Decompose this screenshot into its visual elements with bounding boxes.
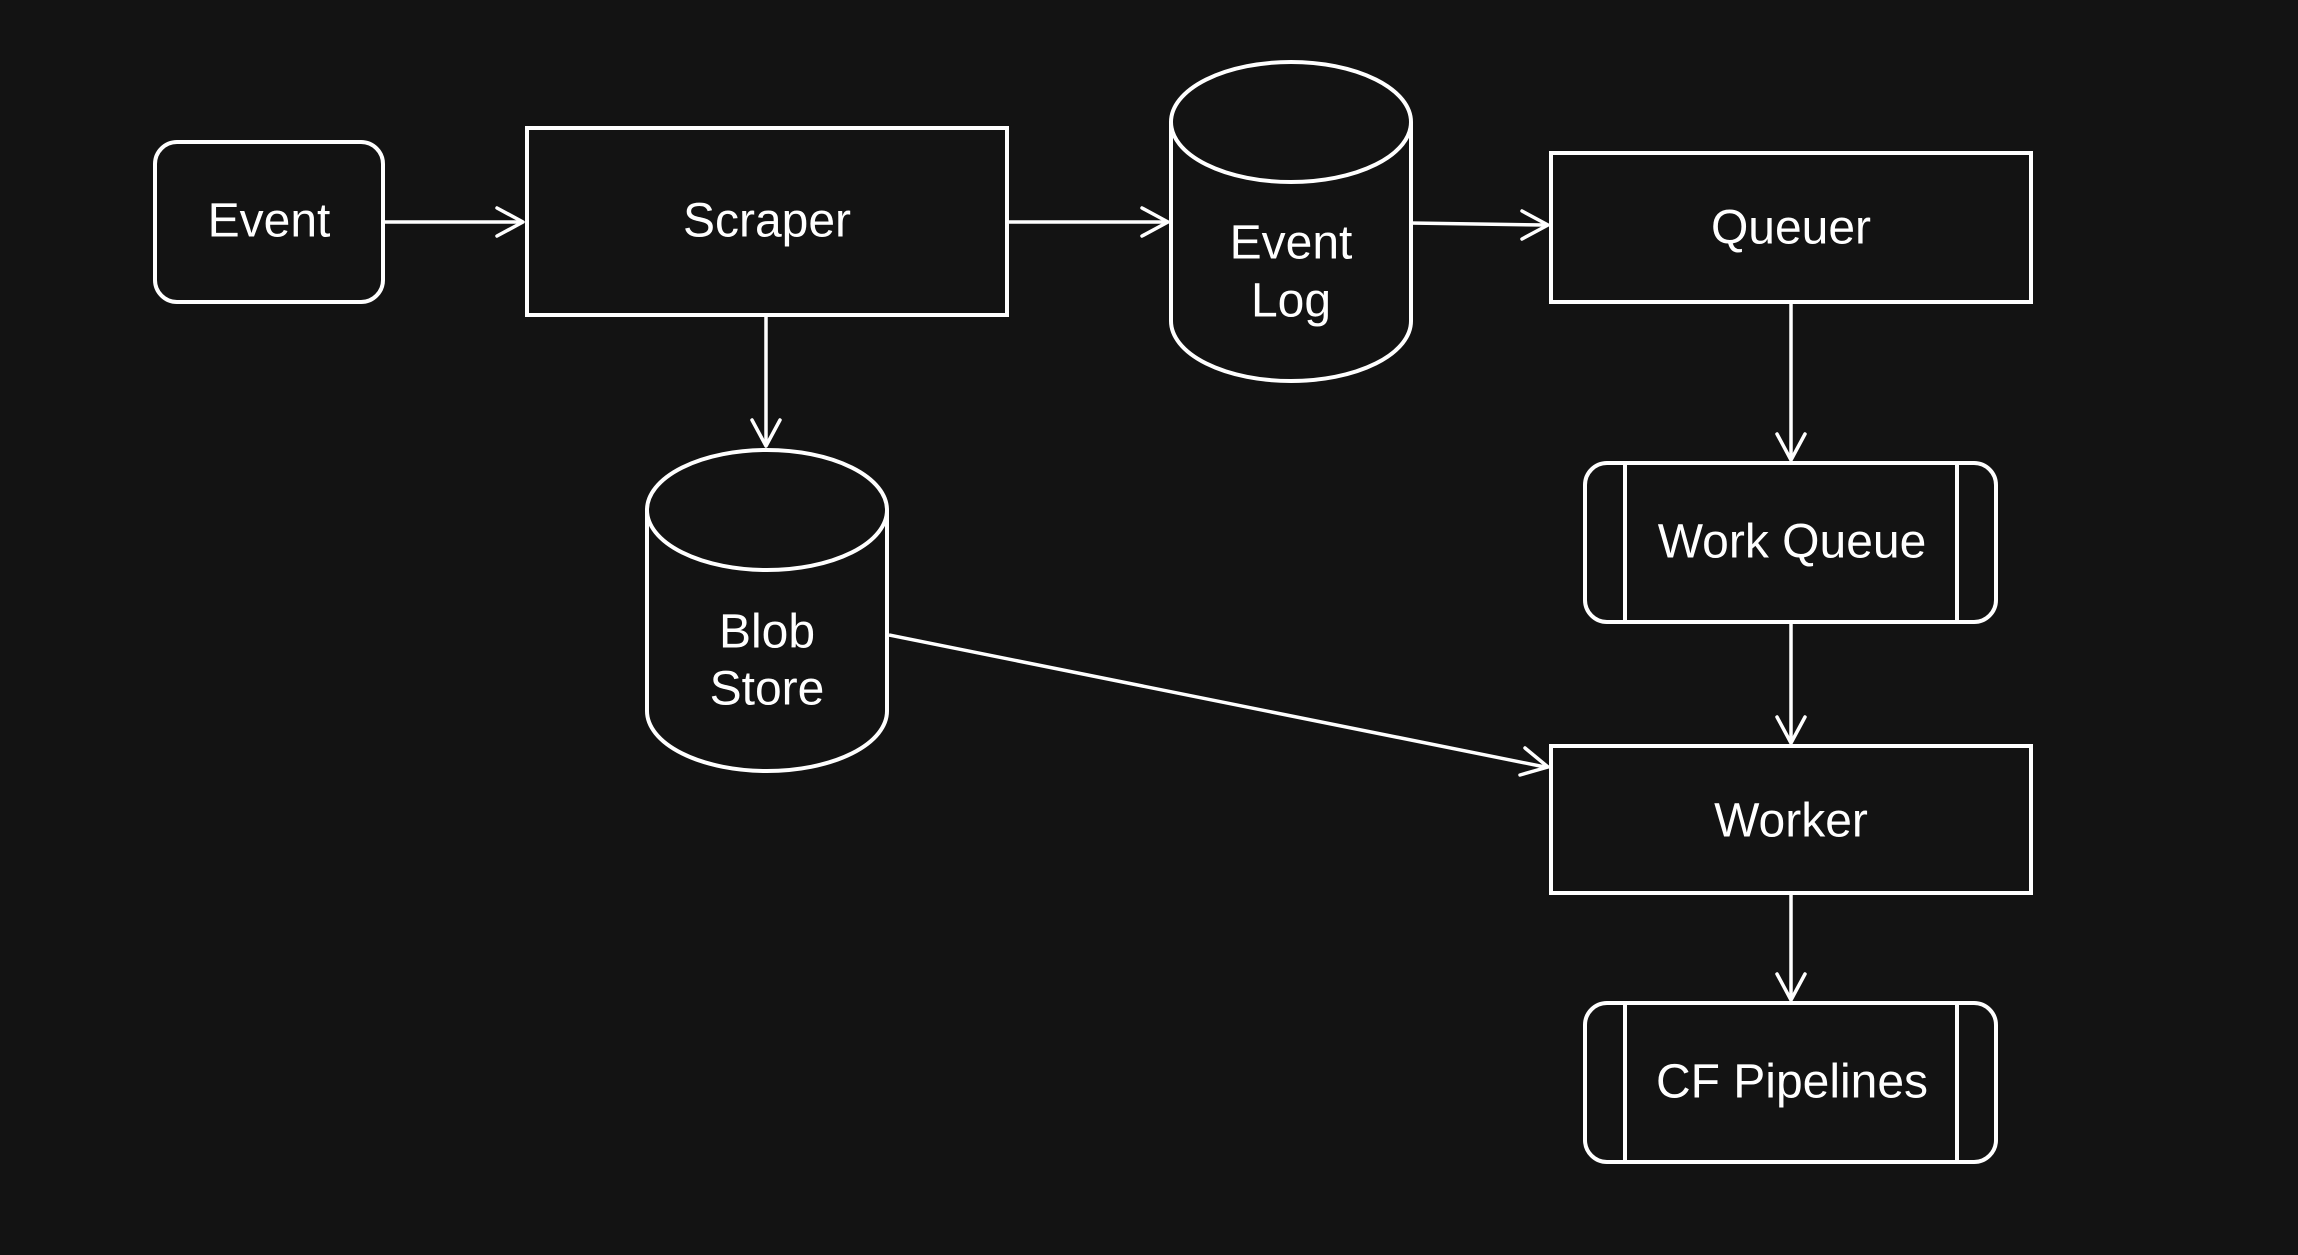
node-worker: Worker [1549, 744, 2033, 895]
edge-worker-to-cf-pipelines [1775, 894, 1807, 1002]
node-scraper: Scraper [525, 126, 1009, 317]
edge-queuer-to-work-queue [1775, 303, 1807, 462]
node-work-queue-label: Work Queue [1658, 516, 1927, 569]
node-worker-label: Worker [1714, 795, 1868, 848]
edge-scraper-to-blob-store [750, 316, 782, 448]
node-event-log-label-line1: Event [1230, 217, 1353, 270]
node-event-log: Event Log [1169, 60, 1413, 383]
node-event-log-label-line2: Log [1251, 275, 1331, 328]
edge-event-log-to-queuer [1409, 209, 1550, 241]
node-work-queue: Work Queue [1583, 461, 1998, 624]
node-scraper-label: Scraper [683, 195, 851, 248]
node-event-label: Event [208, 195, 331, 248]
node-blob-store-label-line2: Store [710, 663, 825, 716]
node-cf-pipelines: CF Pipelines [1583, 1001, 1998, 1164]
node-blob-store: Blob Store [645, 448, 889, 773]
node-event: Event [153, 140, 385, 304]
edge-work-queue-to-worker [1775, 623, 1807, 745]
node-cf-pipelines-label: CF Pipelines [1656, 1056, 1928, 1109]
node-queuer: Queuer [1549, 151, 2033, 304]
edge-event-to-scraper [383, 206, 525, 238]
node-queuer-label: Queuer [1711, 202, 1871, 255]
node-blob-store-label-line1: Blob [719, 606, 815, 659]
edge-scraper-to-event-log [1007, 206, 1170, 238]
edge-blob-store-to-worker [888, 633, 1550, 777]
